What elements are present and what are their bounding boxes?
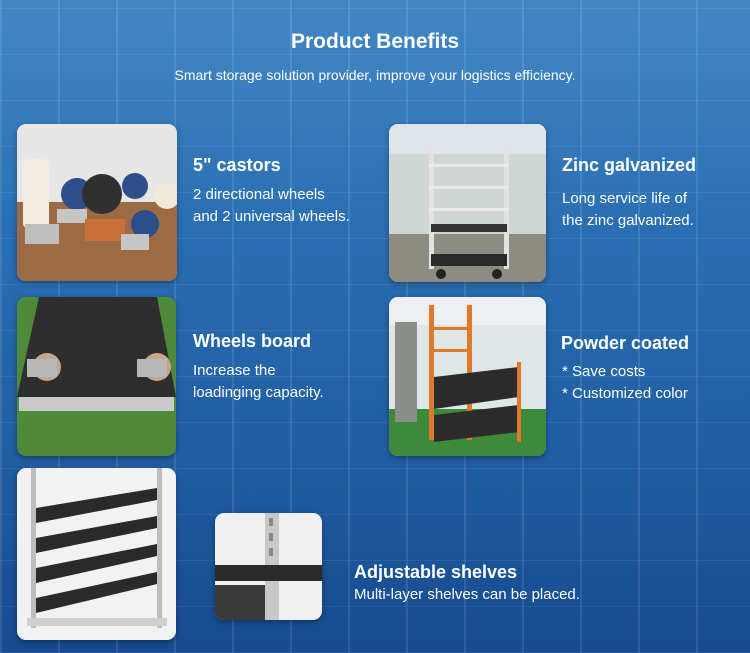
powder-coated-description: * Save costs * Customized color xyxy=(562,363,688,402)
castors-description: 2 directional wheels and 2 universal whe… xyxy=(193,186,350,225)
powder-coated-photo xyxy=(389,297,546,456)
adjustable-shelves-description: Multi-layer shelves can be placed. xyxy=(354,586,580,603)
shelf-detail-photo xyxy=(215,513,322,620)
wheels-board-description: Increase the loadinging capacity. xyxy=(193,362,324,401)
castors-photo xyxy=(17,124,177,281)
wheels-board-photo xyxy=(17,297,176,456)
wheels-board-title: Wheels board xyxy=(193,331,312,351)
zinc-galvanized-title: Zinc galvanized xyxy=(562,155,697,175)
page-title: Product Benefits xyxy=(290,30,460,53)
zinc-galvanized-description: Long service life of the zinc galvanized… xyxy=(562,190,694,229)
adjustable-shelves-title: Adjustable shelves xyxy=(354,562,518,582)
page-subtitle: Smart storage solution provider, improve… xyxy=(174,67,576,83)
powder-coated-title: Powder coated xyxy=(561,333,690,353)
castors-title: 5" castors xyxy=(193,155,281,175)
adjustable-shelves-photo xyxy=(17,468,176,640)
zinc-galvanized-photo xyxy=(389,124,546,282)
